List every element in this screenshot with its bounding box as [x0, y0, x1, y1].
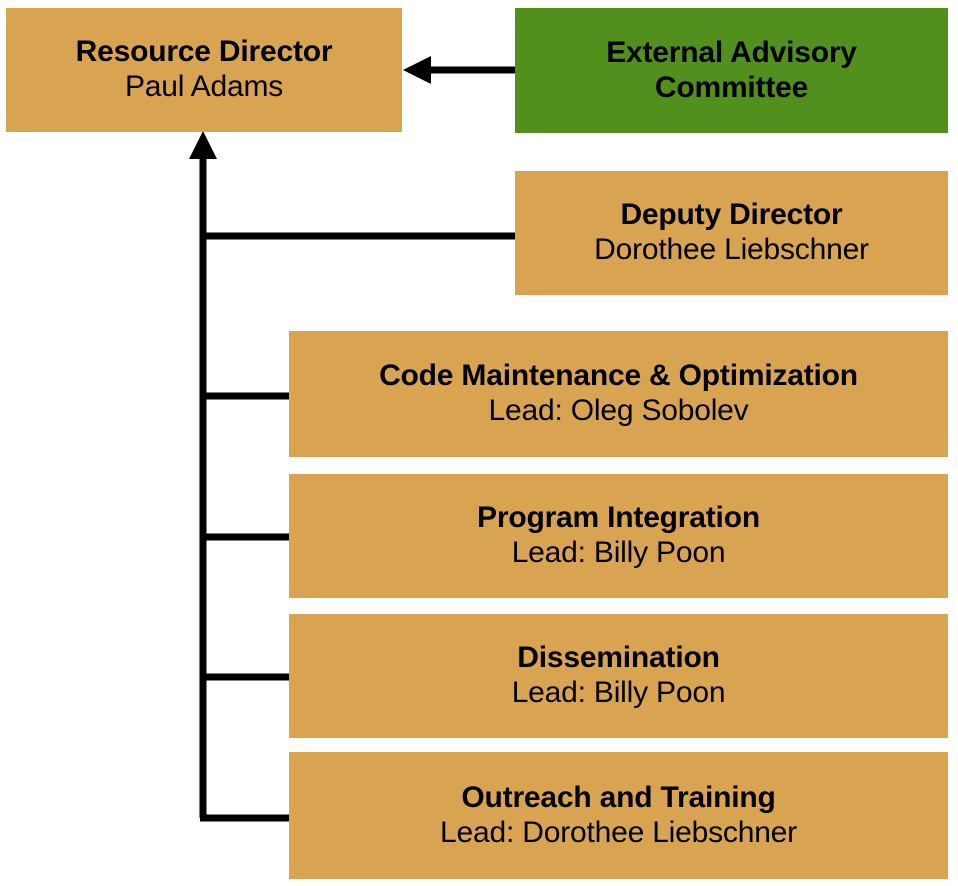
node-external-advisory-committee[interactable]: External Advisory Committee	[515, 8, 948, 133]
node-subtitle: Paul Adams	[124, 70, 284, 103]
node-title: Outreach and Training	[461, 780, 776, 814]
node-program-integration[interactable]: Program Integration Lead: Billy Poon	[289, 474, 948, 598]
node-title: Deputy Director	[620, 198, 843, 232]
node-deputy-director[interactable]: Deputy Director Dorothee Liebschner	[515, 171, 948, 295]
node-title: Code Maintenance & Optimization	[379, 359, 858, 393]
node-subtitle: Lead: Billy Poon	[511, 536, 726, 569]
node-title: Resource Director	[75, 35, 333, 69]
edge-advisory-to-director	[403, 56, 515, 84]
node-resource-director[interactable]: Resource Director Paul Adams	[6, 8, 402, 132]
node-title: Program Integration	[477, 501, 760, 535]
node-outreach-and-training[interactable]: Outreach and Training Lead: Dorothee Lie…	[289, 752, 948, 879]
arrowhead-left-icon	[403, 56, 431, 84]
node-code-maintenance-optimization[interactable]: Code Maintenance & Optimization Lead: Ol…	[289, 331, 948, 457]
node-title: External Advisory	[606, 35, 857, 69]
edge-spine-to-director	[189, 131, 217, 818]
node-title: Dissemination	[517, 641, 720, 675]
node-subtitle: Lead: Billy Poon	[511, 676, 726, 709]
node-dissemination[interactable]: Dissemination Lead: Billy Poon	[289, 614, 948, 738]
node-subtitle: Lead: Dorothee Liebschner	[440, 815, 797, 849]
arrowhead-up-icon	[189, 131, 217, 159]
node-subtitle: Lead: Oleg Sobolev	[488, 394, 749, 427]
node-subtitle: Committee	[654, 70, 809, 104]
node-subtitle: Dorothee Liebschner	[594, 233, 869, 266]
